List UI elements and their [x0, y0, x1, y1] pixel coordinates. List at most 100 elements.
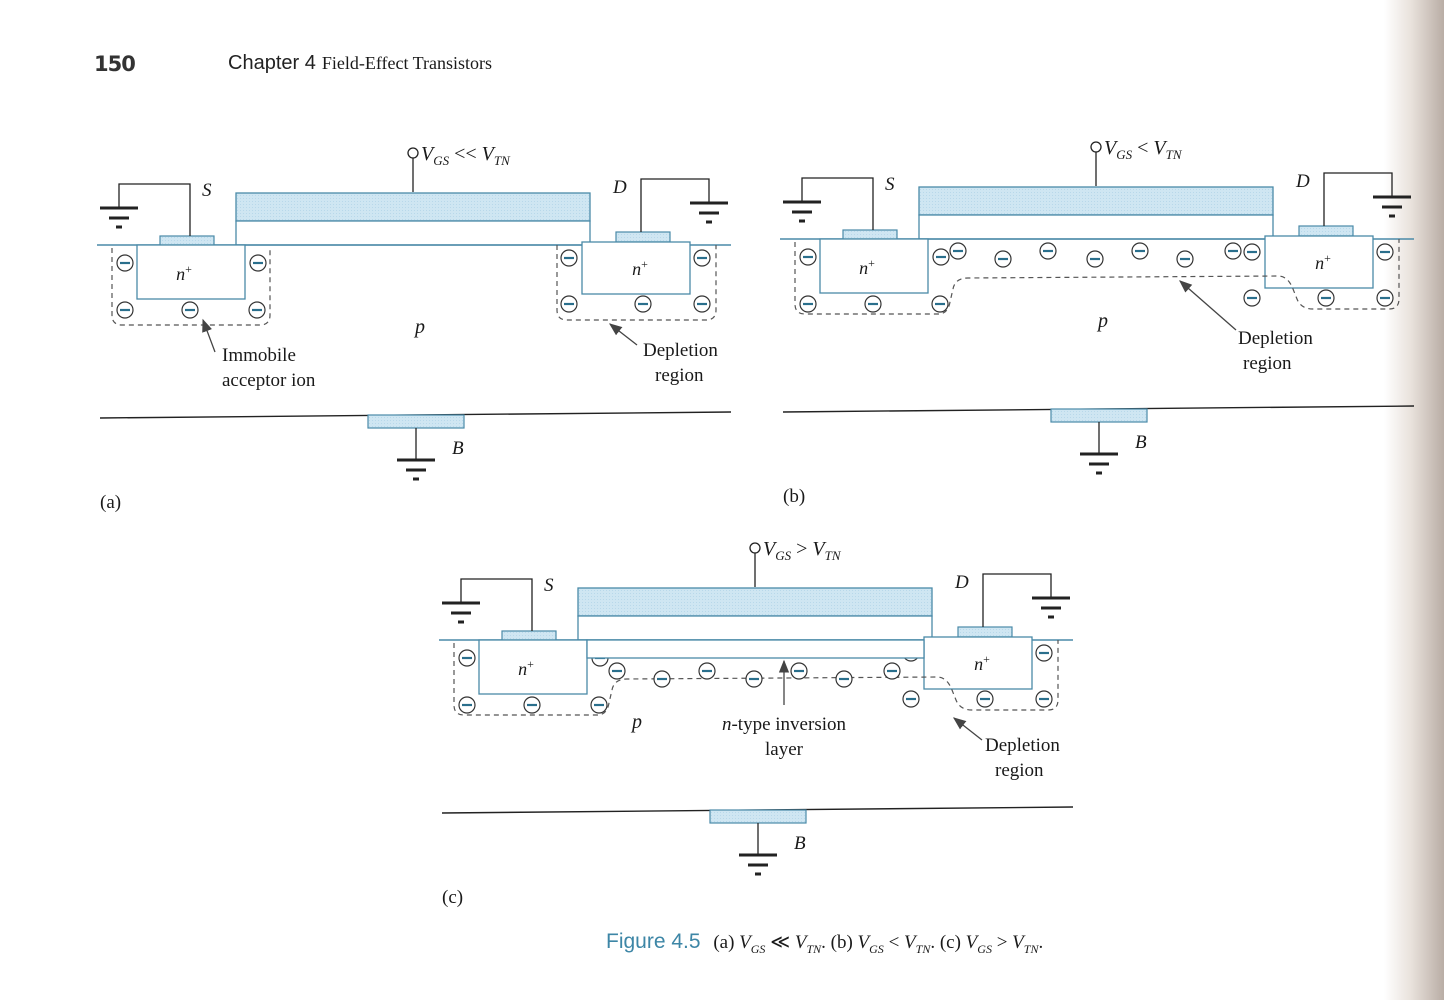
drain-wire: [640, 178, 710, 232]
drain-label: D: [954, 572, 969, 593]
acceptor-ion-icon: [976, 690, 994, 708]
gate-oxide: [918, 214, 1274, 240]
acceptor-ion-icon: [1243, 289, 1261, 307]
page-number: 150: [94, 52, 136, 76]
acceptor-ion-icon: [902, 690, 920, 708]
acceptor-ion-icon: [181, 301, 199, 319]
acceptor-ion-icon: [790, 662, 808, 680]
acceptor-ion-icon: [835, 670, 853, 688]
acceptor-ion-icon: [1376, 243, 1394, 261]
caption-text: (a) VGS ≪ VTN. (b) VGS < VTN. (c) VGS > …: [709, 932, 1044, 956]
drain-label: D: [612, 177, 627, 198]
annotation-depletion: Depletion: [985, 735, 1060, 756]
body-ground-icon: [1080, 452, 1118, 475]
drain-region-label: n+: [1315, 251, 1331, 273]
acceptor-ion-icon: [249, 254, 267, 272]
body-label: B: [794, 833, 806, 854]
acceptor-ion-icon: [1035, 644, 1053, 662]
acceptor-ion-icon: [1035, 690, 1053, 708]
source-n-plus-region: [478, 639, 588, 695]
drain-region-label: n+: [974, 652, 990, 674]
figure-caption: Figure 4.5 (a) VGS ≪ VTN. (b) VGS < VTN.…: [606, 930, 1043, 957]
acceptor-ion-icon: [864, 295, 882, 313]
channel-depletion-boundary: [453, 640, 1059, 716]
acceptor-ion-icon: [1086, 250, 1104, 268]
drain-n-plus-region: [581, 241, 691, 295]
drain-contact: [615, 231, 671, 243]
acceptor-ion-icon: [932, 248, 950, 266]
drain-ground-icon: [1032, 596, 1070, 619]
body-contact: [1050, 408, 1148, 423]
annotation-immobile: Immobile: [222, 345, 296, 366]
substrate-label: p: [630, 711, 642, 733]
acceptor-ion-icon: [116, 254, 134, 272]
gate-oxide: [577, 615, 933, 641]
panel-label: (c): [442, 887, 463, 908]
body-contact: [709, 809, 807, 824]
acceptor-ion-icon: [653, 670, 671, 688]
annotation-region: region: [1243, 353, 1292, 374]
source-n-plus-region: [819, 238, 929, 294]
caption-part-c: (c) VGS > VTN.: [939, 932, 1044, 956]
drain-wire: [982, 573, 1052, 627]
acceptor-ion-icon: [745, 670, 763, 688]
acceptor-ion-icon: [458, 696, 476, 714]
acceptor-ion-icon: [799, 248, 817, 266]
acceptor-ion-icon: [799, 295, 817, 313]
substrate-label: p: [1096, 310, 1108, 332]
acceptor-ion-icon: [994, 250, 1012, 268]
drain-contact: [1298, 225, 1354, 237]
acceptor-ion-icon: [883, 662, 901, 680]
gate-electrode: [918, 186, 1274, 216]
acceptor-ion-icon: [693, 295, 711, 313]
source-wire: [801, 177, 874, 230]
gate-terminal-icon: [1090, 141, 1102, 153]
acceptor-ion-icon: [590, 696, 608, 714]
depletion-arrow: [952, 717, 983, 741]
source-contact: [159, 235, 215, 246]
caption-part-a: (a) VGS ≪ VTN.: [713, 932, 831, 956]
acceptor-ion-icon: [560, 295, 578, 313]
depletion-arrow: [608, 323, 638, 346]
annotation-inversion-layer: n-type inversion: [722, 714, 847, 735]
annotation-region: region: [655, 365, 704, 386]
acceptor-ion-icon: [949, 242, 967, 260]
figure-label: Figure 4.5: [606, 930, 701, 953]
acceptor-ion-icon: [1039, 242, 1057, 260]
acceptor-ion-icon: [698, 662, 716, 680]
acceptor-ion-icon: [1376, 289, 1394, 307]
source-region-label: n+: [859, 256, 875, 278]
drain-ground-icon: [690, 201, 728, 224]
annotation-depletion: Depletion: [643, 340, 718, 361]
annotation-layer: layer: [765, 739, 804, 760]
source-label: S: [885, 174, 895, 195]
body-label: B: [452, 438, 464, 459]
drain-ground-icon: [1373, 195, 1411, 218]
inversion-layer: [586, 639, 925, 659]
body-ground-icon: [397, 458, 435, 481]
acceptor-ion-icon: [1317, 289, 1335, 307]
drain-region-label: n+: [632, 257, 648, 279]
gate-oxide: [235, 220, 591, 246]
acceptor-ion-icon: [458, 649, 476, 667]
depletion-arrow: [1179, 280, 1237, 331]
gate-electrode: [577, 587, 933, 617]
source-wire: [118, 183, 191, 236]
gate-terminal-icon: [407, 147, 419, 159]
drain-wire: [1323, 172, 1393, 226]
acceptor-ion-icon: [634, 295, 652, 313]
source-region-label: n+: [176, 262, 192, 284]
ion-arrow: [202, 318, 216, 353]
acceptor-ion-icon: [1224, 242, 1242, 260]
acceptor-ion-icon: [693, 249, 711, 267]
acceptor-ion-icon: [1176, 250, 1194, 268]
source-ground-icon: [783, 200, 821, 223]
gate-electrode: [235, 192, 591, 222]
panel-label: (a): [100, 492, 121, 513]
body-contact: [367, 414, 465, 429]
acceptor-ion-icon: [248, 301, 266, 319]
